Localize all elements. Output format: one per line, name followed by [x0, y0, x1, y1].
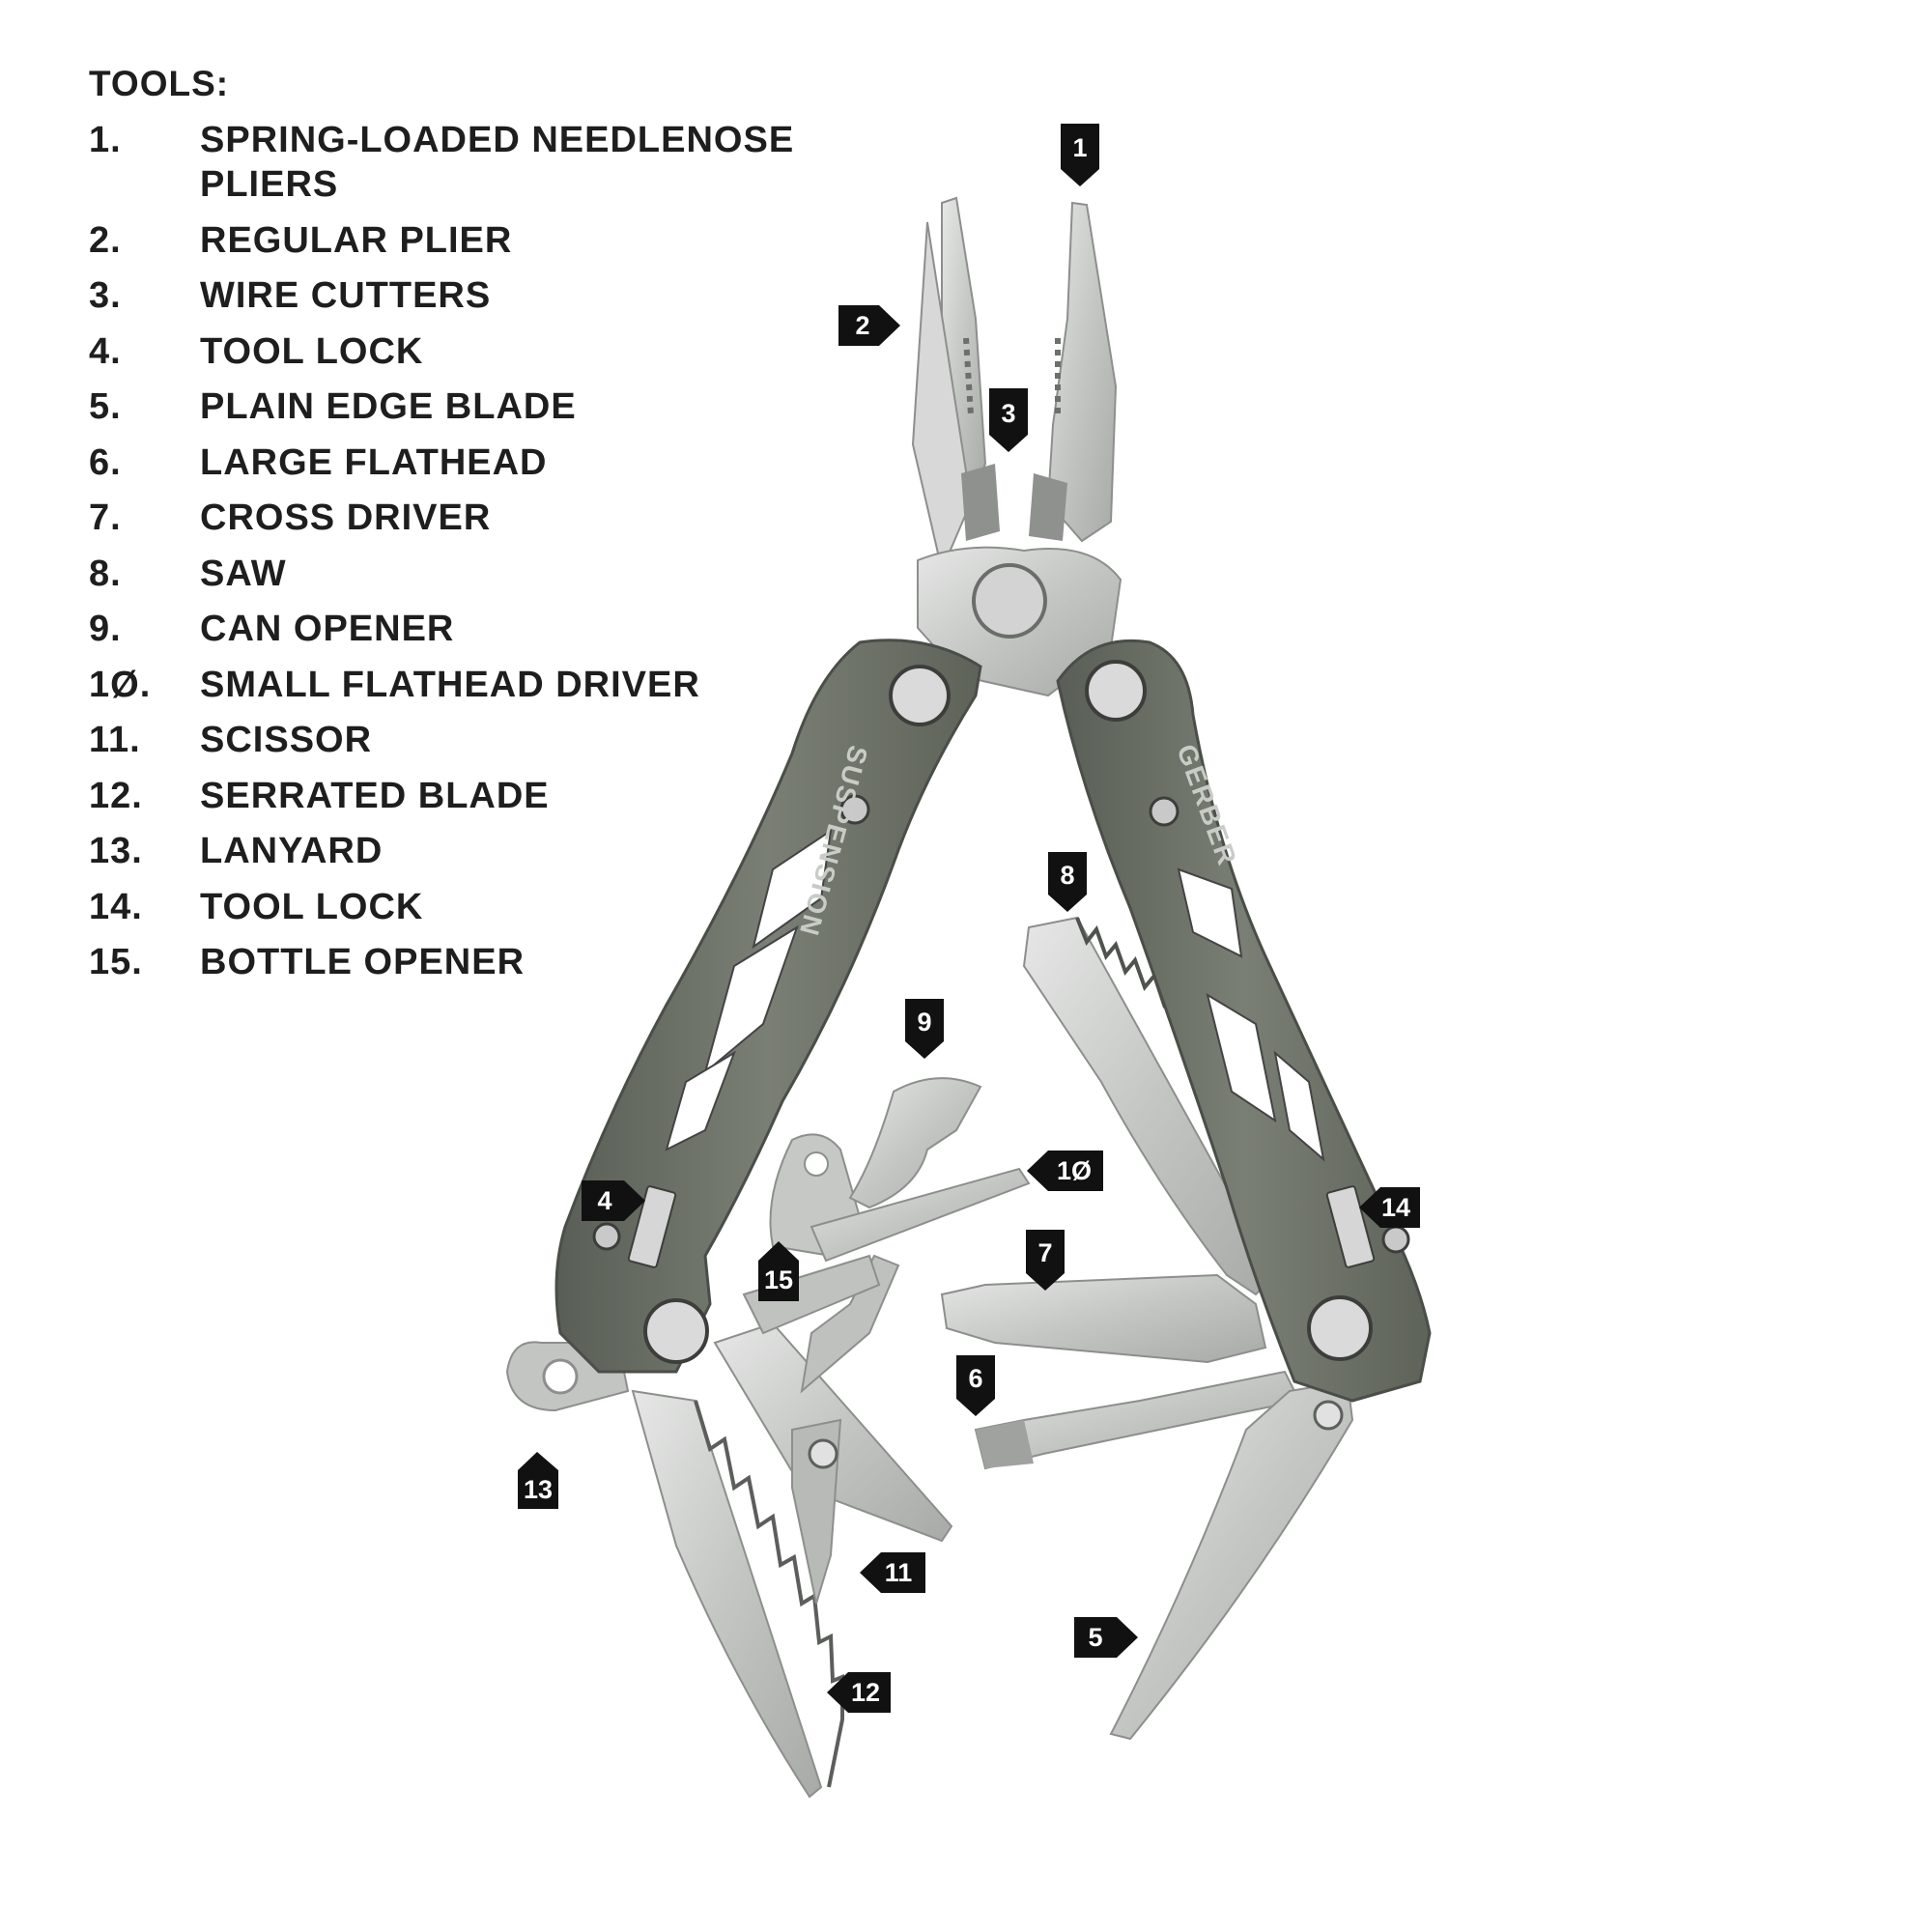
- callout-2-label: 2: [855, 311, 869, 340]
- scissor: [713, 1254, 953, 1605]
- tool-item: 1. SPRING-LOADED NEEDLENOSE PLIERS: [89, 118, 876, 207]
- callout-1-label: 1: [1072, 133, 1087, 162]
- tool-number: 3.: [89, 275, 122, 316]
- tool-name: LANYARD: [200, 831, 384, 871]
- tool-number: 1.: [89, 120, 122, 160]
- callout-12-label: 12: [851, 1678, 880, 1707]
- callout-12: 12: [827, 1672, 891, 1713]
- tool-number: 6.: [89, 441, 122, 483]
- callout-6: 6: [956, 1355, 995, 1416]
- tool-number: 13.: [89, 831, 143, 871]
- tool-item: 6. LARGE FLATHEAD: [89, 440, 876, 485]
- tool-item: 2. REGULAR PLIER: [89, 218, 876, 263]
- tool-item: 14. TOOL LOCK: [89, 885, 876, 929]
- callout-3-label: 3: [1001, 399, 1015, 428]
- tool-item: 13. LANYARD: [89, 829, 876, 873]
- plain-edge-blade: [1109, 1379, 1354, 1741]
- tool-number: 8.: [89, 553, 122, 594]
- tool-item: 3. WIRE CUTTERS: [89, 273, 876, 318]
- tool-name: TOOL LOCK: [200, 886, 424, 927]
- callout-10: 1Ø: [1027, 1151, 1103, 1191]
- tool-number: 14.: [89, 886, 143, 927]
- tool-number: 11.: [89, 720, 141, 760]
- tool-name: PLAIN EDGE BLADE: [200, 386, 577, 427]
- tool-number: 9.: [89, 609, 122, 649]
- tool-item: 9. CAN OPENER: [89, 607, 876, 651]
- can-opener: [848, 1077, 982, 1209]
- callout-7-label: 7: [1037, 1238, 1052, 1267]
- tool-number: 1Ø.: [89, 664, 152, 705]
- callout-7: 7: [1026, 1230, 1065, 1291]
- callout-6-label: 6: [968, 1364, 982, 1393]
- tool-number: 5.: [89, 386, 122, 427]
- callout-14-label: 14: [1381, 1193, 1410, 1222]
- callout-8: 8: [1048, 852, 1087, 912]
- callout-5: 5: [1074, 1617, 1138, 1658]
- left-handle: SUSPENSION: [554, 639, 982, 1374]
- tool-item: 15. BOTTLE OPENER: [89, 940, 876, 984]
- callout-13-label: 13: [524, 1475, 553, 1504]
- callout-2: 2: [838, 305, 900, 346]
- callout-3: 3: [989, 388, 1028, 452]
- tool-name: SAW: [200, 553, 287, 594]
- tool-name: SCISSOR: [200, 720, 373, 760]
- tool-item: 4. TOOL LOCK: [89, 329, 876, 374]
- callout-15-label: 15: [764, 1265, 793, 1294]
- callout-15: 15: [758, 1241, 799, 1301]
- large-flathead: [974, 1370, 1301, 1470]
- callout-13: 13: [518, 1452, 558, 1509]
- tool-item: 1Ø. SMALL FLATHEAD DRIVER: [89, 663, 876, 707]
- tool-item: 5. PLAIN EDGE BLADE: [89, 384, 876, 429]
- tool-name: CROSS DRIVER: [200, 497, 492, 538]
- tool-number: 12.: [89, 775, 143, 816]
- legend-heading: TOOLS:: [89, 64, 230, 103]
- callout-4-label: 4: [597, 1186, 611, 1215]
- tool-number: 15.: [89, 942, 143, 982]
- callout-1: 1: [1061, 124, 1099, 186]
- tool-name: BOTTLE OPENER: [200, 942, 526, 982]
- tool-item: 8. SAW: [89, 552, 876, 596]
- tool-name: REGULAR PLIER: [200, 219, 513, 261]
- tool-number: 4.: [89, 330, 122, 372]
- callout-10-label: 1Ø: [1057, 1156, 1092, 1185]
- needlenose-pliers: [911, 196, 1122, 697]
- tool-name: WIRE CUTTERS: [200, 275, 492, 316]
- callout-8-label: 8: [1060, 861, 1074, 890]
- right-handle: GERBER: [1056, 639, 1432, 1403]
- cross-driver: [940, 1273, 1267, 1364]
- callout-11-label: 11: [885, 1558, 913, 1587]
- callout-14: 14: [1359, 1187, 1420, 1228]
- tool-name: LARGE FLATHEAD: [200, 441, 548, 483]
- callout-11: 11: [860, 1552, 925, 1593]
- tool-name: SPRING-LOADED NEEDLENOSE PLIERS: [200, 120, 795, 205]
- small-flathead-driver: [742, 1167, 1031, 1335]
- callout-5-label: 5: [1088, 1623, 1102, 1652]
- tool-name: CAN OPENER: [200, 609, 455, 649]
- tool-name: SMALL FLATHEAD DRIVER: [200, 664, 700, 705]
- tool-item: 11. SCISSOR: [89, 718, 876, 762]
- tool-number: 7.: [89, 497, 122, 538]
- tool-number: 2.: [89, 219, 122, 261]
- callout-9: 9: [905, 999, 944, 1059]
- callout-9-label: 9: [917, 1008, 931, 1037]
- tool-name: SERRATED BLADE: [200, 775, 550, 816]
- tool-name: TOOL LOCK: [200, 330, 424, 372]
- callout-4: 4: [582, 1180, 645, 1221]
- tool-list: 1. SPRING-LOADED NEEDLENOSE PLIERS 2. REGU…: [89, 118, 876, 996]
- tool-item: 12. SERRATED BLADE: [89, 774, 876, 818]
- serrated-blade: [631, 1389, 844, 1799]
- tool-item: 7. CROSS DRIVER: [89, 496, 876, 540]
